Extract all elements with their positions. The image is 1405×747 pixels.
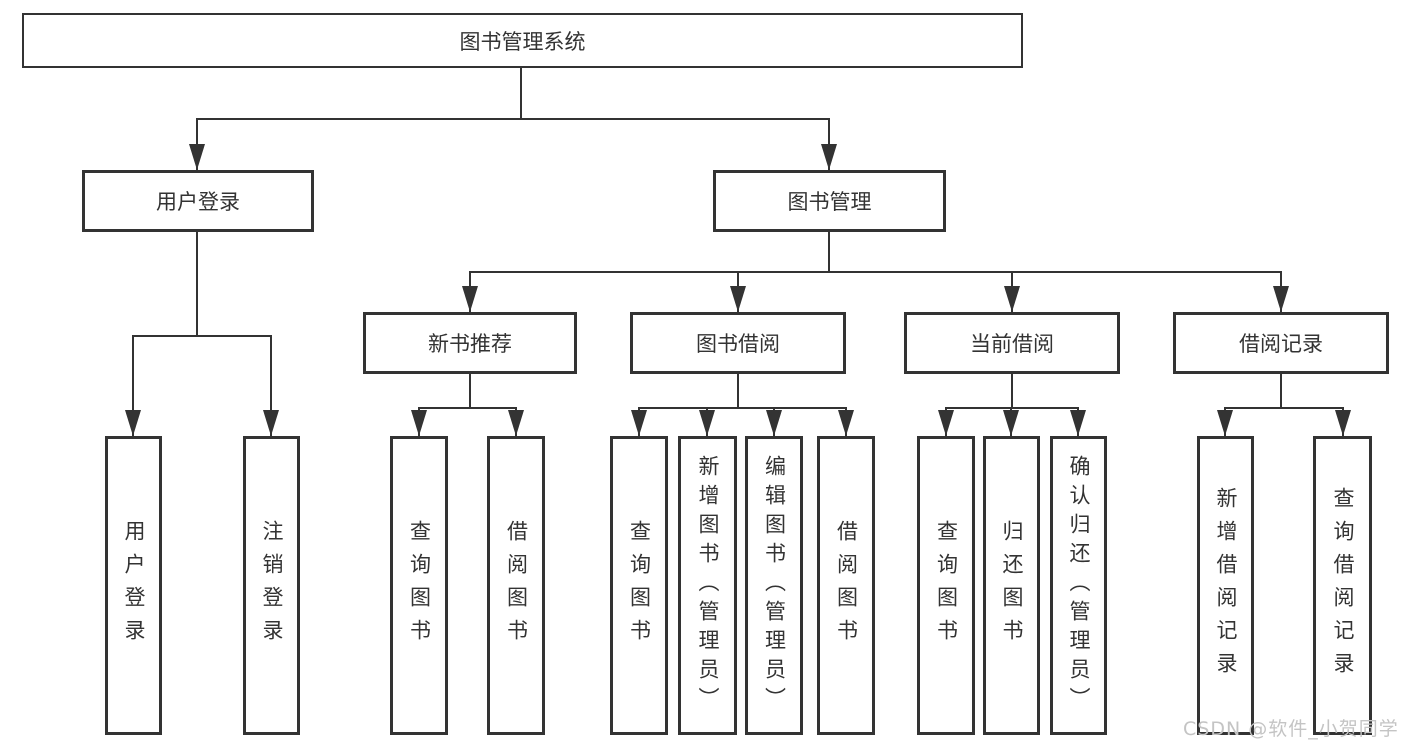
connector-to-leaf-logout	[270, 335, 272, 436]
connector-root-stem	[520, 68, 522, 119]
connector-user-login-split	[132, 335, 272, 337]
arrow-down-icon	[730, 286, 746, 312]
node-current-borrow-label: 当前借阅	[970, 332, 1054, 356]
connector-current-borrow-stem	[1011, 374, 1013, 409]
node-root: 图书管理系统	[22, 13, 1023, 68]
leaf-logout-label: 注销登录	[260, 519, 284, 652]
connector-user-login-stem	[196, 232, 198, 336]
node-new-book-recommend-label: 新书推荐	[428, 332, 512, 356]
leaf-user-login-label: 用户登录	[122, 519, 146, 652]
node-current-borrow: 当前借阅	[904, 312, 1120, 374]
leaf-logout: 注销登录	[243, 436, 300, 735]
arrow-down-icon	[1004, 286, 1020, 312]
node-user-login-label: 用户登录	[156, 190, 240, 214]
leaf-query-borrow-record: 查询借阅记录	[1313, 436, 1372, 735]
node-book-management: 图书管理	[713, 170, 946, 232]
leaf-return-book-label: 归还图书	[1000, 519, 1024, 652]
leaf-edit-book-admin-label: 编辑图书（管理员）	[762, 455, 787, 716]
connector-borrow-records-split	[1224, 407, 1344, 409]
leaf-query-books-recommend-label: 查询图书	[407, 519, 432, 652]
arrow-down-icon	[699, 410, 715, 436]
arrow-down-icon	[1335, 410, 1351, 436]
arrow-down-icon	[838, 410, 854, 436]
connector-new-book-split	[418, 407, 517, 409]
connector-borrow-records-stem	[1280, 374, 1282, 409]
connector-book-borrow-split	[638, 407, 847, 409]
leaf-add-borrow-record: 新增借阅记录	[1197, 436, 1254, 735]
leaf-borrow-books-recommend: 借阅图书	[487, 436, 545, 735]
node-new-book-recommend: 新书推荐	[363, 312, 577, 374]
arrow-down-icon	[189, 144, 205, 170]
leaf-user-login: 用户登录	[105, 436, 162, 735]
arrow-down-icon	[1273, 286, 1289, 312]
leaf-add-book-admin-label: 新增图书（管理员）	[696, 455, 720, 716]
arrow-down-icon	[411, 410, 427, 436]
leaf-query-books-borrow: 查询图书	[610, 436, 668, 735]
connector-to-leaf-user-login	[132, 335, 134, 436]
leaf-borrow-books: 借阅图书	[817, 436, 875, 735]
leaf-query-books-current: 查询图书	[917, 436, 975, 735]
node-user-login: 用户登录	[82, 170, 314, 232]
watermark: CSDN @软件_小贺同学	[1183, 718, 1399, 740]
arrow-down-icon	[263, 410, 279, 436]
connector-book-management-stem	[828, 232, 830, 273]
connector-book-management-split	[469, 271, 1282, 273]
arrow-down-icon	[631, 410, 647, 436]
connector-current-borrow-split	[945, 407, 1079, 409]
arrow-down-icon	[1070, 410, 1086, 436]
leaf-query-borrow-record-label: 查询借阅记录	[1331, 486, 1355, 685]
node-root-label: 图书管理系统	[459, 29, 586, 54]
leaf-return-book: 归还图书	[983, 436, 1040, 735]
connector-root-split	[196, 118, 830, 120]
node-borrow-records-label: 借阅记录	[1239, 332, 1323, 356]
connector-new-book-stem	[469, 374, 471, 409]
arrow-down-icon	[1217, 410, 1233, 436]
arrow-down-icon	[125, 410, 141, 436]
arrow-down-icon	[938, 410, 954, 436]
connector-book-borrow-stem	[737, 374, 739, 409]
arrow-down-icon	[1003, 410, 1019, 436]
leaf-query-books-borrow-label: 查询图书	[627, 519, 652, 652]
node-book-borrow: 图书借阅	[630, 312, 846, 374]
node-book-borrow-label: 图书借阅	[696, 332, 780, 356]
arrow-down-icon	[821, 144, 837, 170]
leaf-query-books-recommend: 查询图书	[390, 436, 448, 735]
leaf-borrow-books-recommend-label: 借阅图书	[504, 519, 529, 652]
leaf-add-book-admin: 新增图书（管理员）	[678, 436, 737, 735]
node-book-management-label: 图书管理	[787, 190, 872, 214]
leaf-borrow-books-label: 借阅图书	[834, 519, 859, 652]
leaf-add-borrow-record-label: 新增借阅记录	[1214, 486, 1238, 685]
node-borrow-records: 借阅记录	[1173, 312, 1389, 374]
arrow-down-icon	[462, 286, 478, 312]
arrow-down-icon	[766, 410, 782, 436]
leaf-confirm-return-admin-label: 确认归还（管理员）	[1067, 455, 1091, 716]
leaf-confirm-return-admin: 确认归还（管理员）	[1050, 436, 1107, 735]
arrow-down-icon	[508, 410, 524, 436]
leaf-edit-book-admin: 编辑图书（管理员）	[745, 436, 803, 735]
leaf-query-books-current-label: 查询图书	[934, 519, 959, 652]
